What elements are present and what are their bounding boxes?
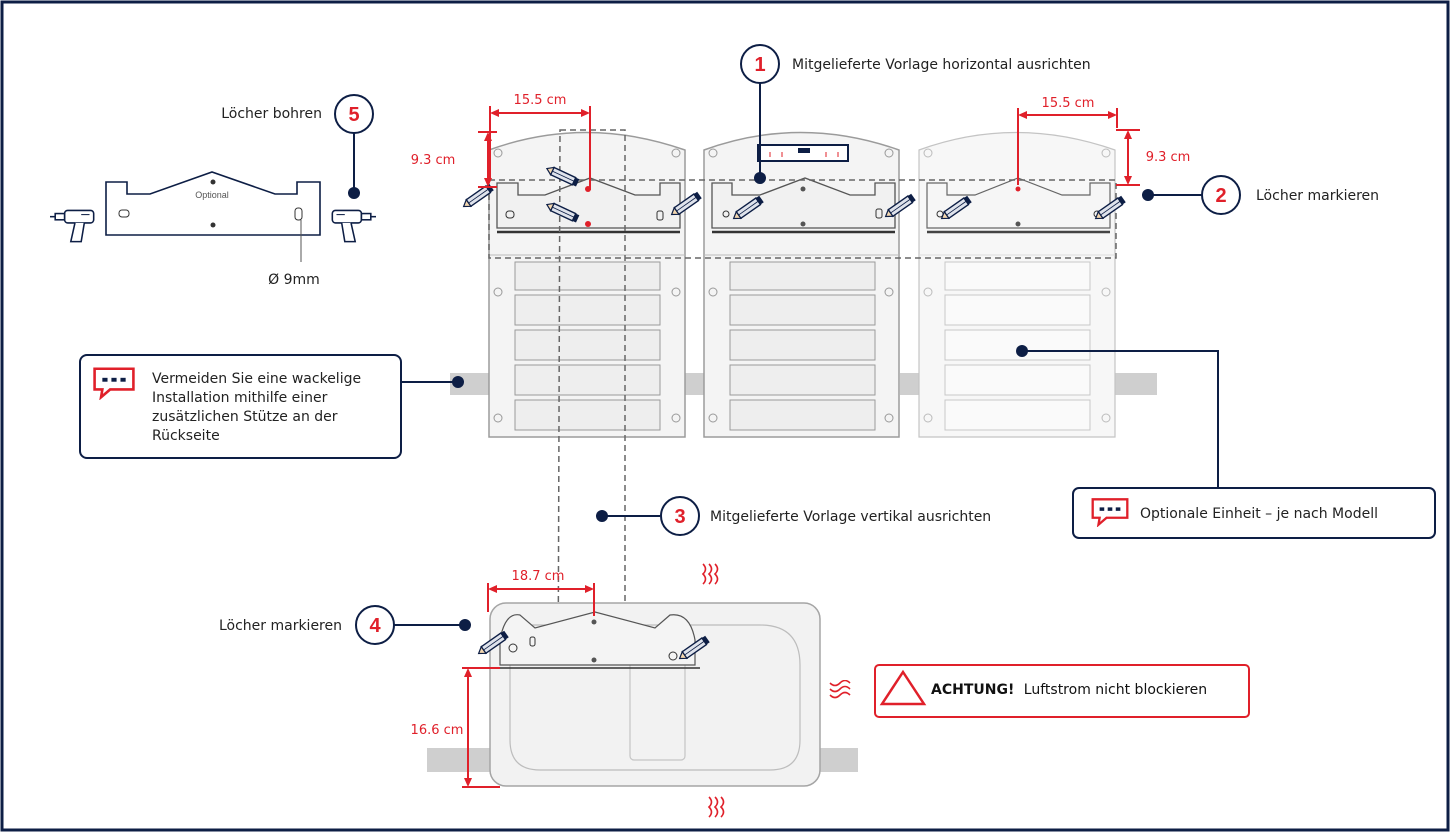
step-number: 4 xyxy=(369,615,381,637)
svg-text:ACHTUNG! Luftstrom nicht: ACHTUNG! Luftstrom nicht blockieren xyxy=(931,682,1207,698)
step-number: 2 xyxy=(1215,185,1226,207)
dimension-label: 15.5 cm xyxy=(514,93,567,108)
step-label: Löcher markieren xyxy=(219,618,342,634)
dimension-label: 9.3 cm xyxy=(1146,150,1191,165)
dimension-label: 9.3 cm xyxy=(411,153,456,168)
note-line: Rückseite xyxy=(152,428,220,444)
note-line: Installation mithilfe einer xyxy=(152,390,328,406)
step-4: 4 Löcher markieren xyxy=(219,605,471,645)
drill-diameter-label: Ø 9mm xyxy=(268,272,320,288)
template-horizontal xyxy=(488,179,1117,259)
step-label: Löcher bohren xyxy=(221,106,322,122)
wall-bar-bottom xyxy=(427,748,858,772)
warning-box: ACHTUNG! Luftstrom nicht blockieren xyxy=(874,664,1250,718)
drill-bracket-detail: Optional Ø 9mm xyxy=(105,171,321,288)
step-number: 1 xyxy=(754,54,765,76)
warning-text: Luftstrom nicht blockieren xyxy=(1024,682,1207,698)
note-text: Optionale Einheit – je nach Modell xyxy=(1140,506,1378,522)
dimension-bottom: 18.7 cm 16.6 cm xyxy=(411,569,595,788)
cabinet-left xyxy=(488,131,686,438)
bottom-unit xyxy=(489,602,821,787)
step-label: Löcher markieren xyxy=(1256,188,1379,204)
step-number: 3 xyxy=(674,506,685,528)
wall-bar-top xyxy=(450,373,1157,395)
warning-triangle-icon xyxy=(879,669,927,706)
note-optional-unit: Optionale Einheit – je nach Modell xyxy=(1016,345,1436,539)
step-label: Mitgelieferte Vorlage horizontal ausrich… xyxy=(792,57,1091,73)
dimension-label: 16.6 cm xyxy=(411,723,464,738)
note-line: zusätzlichen Stütze an der xyxy=(152,409,338,425)
dimension-label: 15.5 cm xyxy=(1042,96,1095,111)
step-3: 3 Mitgelieferte Vorlage vertikal ausrich… xyxy=(596,496,991,536)
step-1: 1 Mitgelieferte Vorlage horizontal ausri… xyxy=(740,44,1091,184)
bracket-label: Optional xyxy=(195,190,229,200)
dimension-label: 18.7 cm xyxy=(512,569,565,584)
warning-label: ACHTUNG! xyxy=(931,682,1014,698)
step-number: 5 xyxy=(348,104,359,126)
dimension-top-right: 15.5 cm 9.3 cm xyxy=(1017,96,1191,186)
note-support: Vermeiden Sie eine wackelige Installatio… xyxy=(79,354,464,459)
cabinet-middle xyxy=(703,131,900,438)
dimension-top-left: 15.5 cm 9.3 cm xyxy=(411,93,591,190)
step-5: 5 Löcher bohren xyxy=(221,94,374,199)
step-label: Mitgelieferte Vorlage vertikal ausrichte… xyxy=(710,509,991,525)
cabinet-right-optional xyxy=(918,131,1116,438)
step-2: 2 Löcher markieren xyxy=(1142,175,1379,215)
note-line: Vermeiden Sie eine wackelige xyxy=(152,371,361,387)
